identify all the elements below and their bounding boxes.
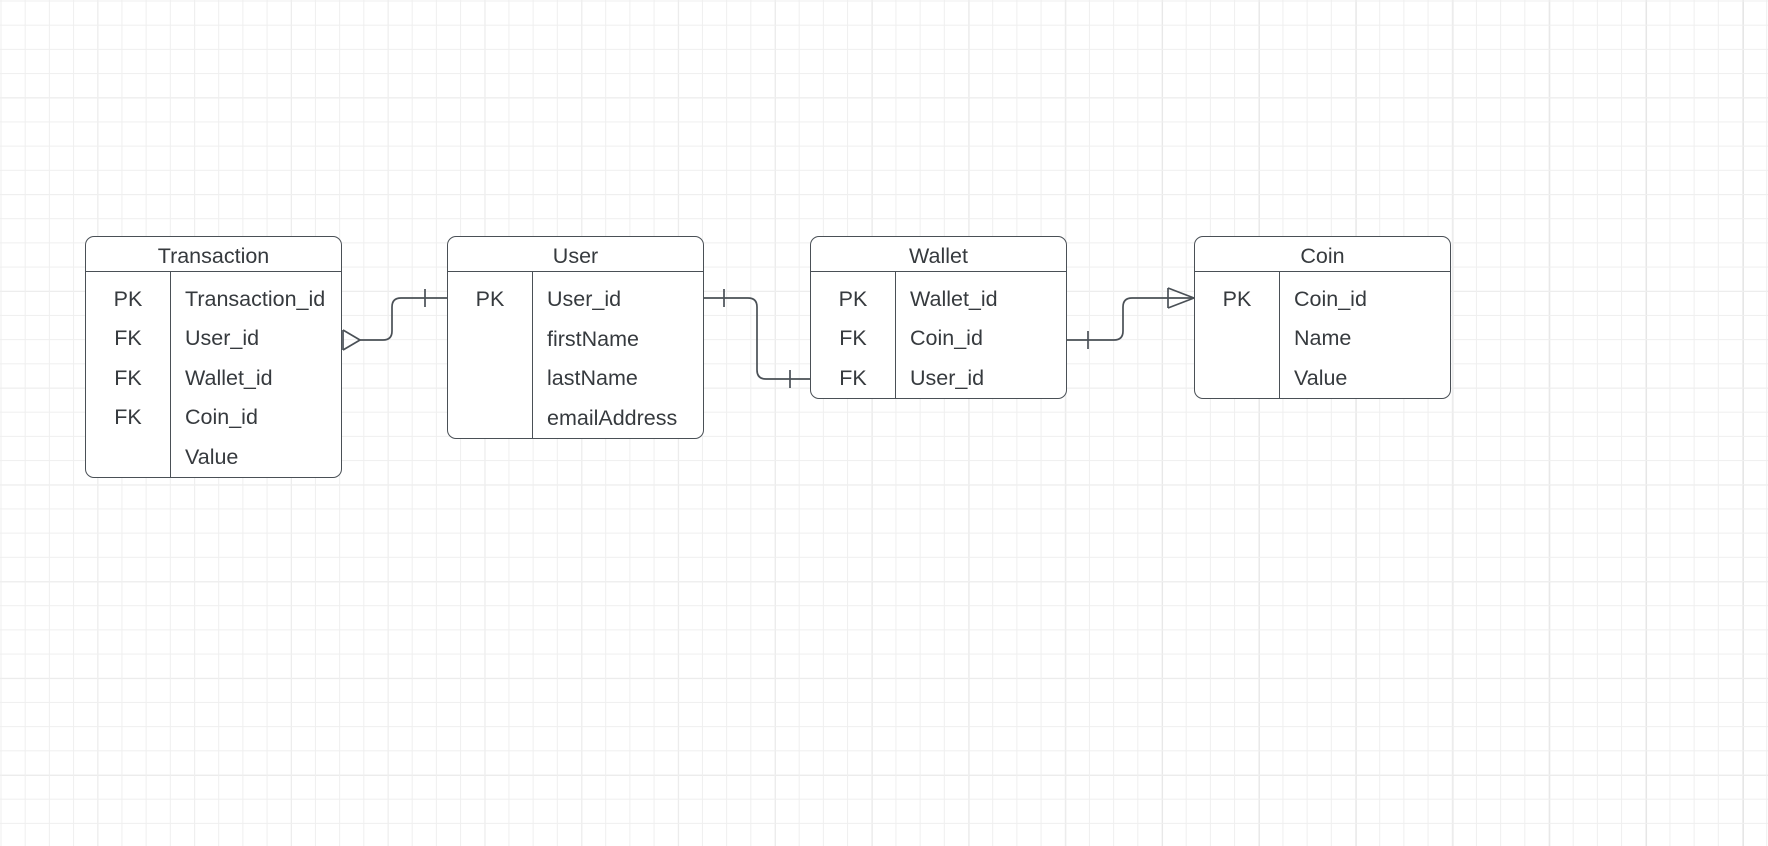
attribute-cell: Wallet_id: [185, 365, 273, 390]
attribute-cell: Name: [1294, 326, 1352, 350]
entity-coin-attribute-column: Coin_id Name Value: [1280, 272, 1450, 399]
entity-wallet[interactable]: Wallet PK FK FK Wallet_id Coin_id User_i…: [810, 236, 1067, 399]
key-cell: [1195, 319, 1279, 359]
key-cell: FK: [114, 365, 142, 390]
attribute-cell: User_id: [910, 365, 985, 390]
key-cell: FK: [114, 405, 142, 429]
entity-coin-title: Coin: [1195, 237, 1450, 272]
key-cell: FK: [839, 326, 867, 350]
connector-wallet-coin: [1067, 287, 1195, 349]
attribute-cell: User_id: [185, 326, 260, 350]
entity-transaction-title: Transaction: [86, 237, 341, 272]
key-cell: FK: [839, 365, 867, 390]
entity-coin-key-column: PK: [1195, 271, 1280, 399]
attribute-cell: emailAddress: [547, 405, 678, 430]
attribute-cell: Value: [1294, 365, 1348, 390]
key-cell: FK: [114, 326, 142, 350]
entity-coin-body: PK Coin_id Name Value: [1195, 271, 1450, 399]
key-cell: PK: [1222, 286, 1252, 311]
entity-user-title: User: [448, 237, 703, 272]
key-cell: [86, 438, 170, 478]
entity-wallet-body: PK FK FK Wallet_id Coin_id User_id: [811, 271, 1066, 399]
key-cell: [448, 359, 532, 399]
key-cell: PK: [113, 286, 143, 311]
attribute-cell: Coin_id: [185, 405, 258, 429]
entity-coin[interactable]: Coin PK Coin_id Name Value: [1194, 236, 1451, 399]
entity-wallet-attribute-column: Wallet_id Coin_id User_id: [896, 272, 1066, 399]
entity-transaction-body: PK FK FK FK Transaction_id User_id Walle…: [86, 271, 341, 478]
key-cell: PK: [475, 287, 505, 311]
connector-user-wallet: [704, 289, 810, 388]
key-cell: [448, 399, 532, 439]
entity-transaction[interactable]: Transaction PK FK FK FK Transaction_id U…: [85, 236, 342, 478]
attribute-cell: firstName: [547, 326, 639, 351]
key-cell: [448, 320, 532, 360]
entity-transaction-attribute-column: Transaction_id User_id Wallet_id Coin_id…: [171, 272, 341, 478]
entity-wallet-title: Wallet: [811, 237, 1066, 272]
attribute-cell: Value: [185, 444, 239, 469]
entity-wallet-key-column: PK FK FK: [811, 271, 896, 398]
entity-user-key-column: PK: [448, 272, 533, 438]
attribute-cell: Coin_id: [1294, 286, 1367, 311]
attribute-cell: lastName: [547, 366, 638, 390]
entity-transaction-key-column: PK FK FK FK: [86, 271, 171, 478]
attribute-cell: Transaction_id: [185, 286, 326, 311]
key-cell: PK: [838, 286, 868, 311]
attribute-cell: Coin_id: [910, 326, 983, 350]
connector-transaction-user: [342, 289, 447, 351]
entity-user-body: PK User_id firstName lastName emailAddre…: [448, 272, 703, 438]
key-cell: [1195, 359, 1279, 399]
attribute-cell: User_id: [547, 287, 622, 311]
entity-user-attribute-column: User_id firstName lastName emailAddress: [533, 272, 703, 438]
entity-user[interactable]: User PK User_id firstName lastName email…: [447, 236, 704, 439]
attribute-cell: Wallet_id: [910, 286, 998, 311]
